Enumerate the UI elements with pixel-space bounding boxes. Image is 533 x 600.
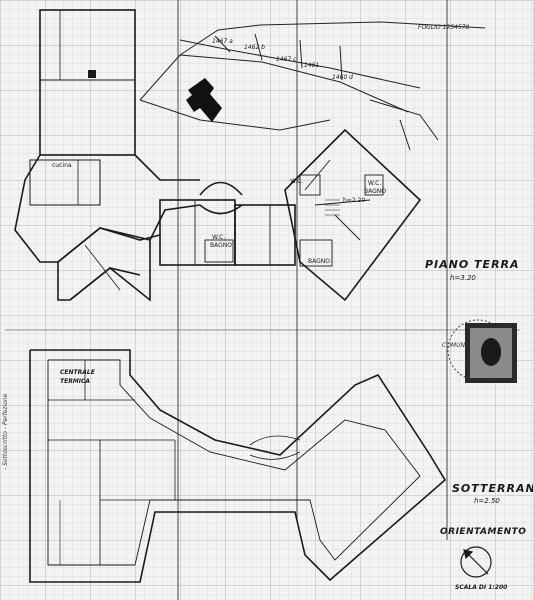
room-label-wc: W.C.: [290, 178, 304, 185]
stamp-text: COMUNE: [442, 342, 469, 349]
basement-plan: [29, 349, 447, 583]
room-height-label: h=2.20: [343, 197, 366, 204]
scale-label: SCALA DI 1:200: [455, 584, 508, 591]
basement-height: h=2.50: [474, 497, 500, 505]
parcel-label: 1467 c: [276, 56, 297, 63]
parcel-label: 1461: [304, 62, 320, 69]
ground-floor-plan: [14, 9, 422, 302]
official-stamp: [447, 319, 517, 383]
ground-floor-title: PIANO TERRA: [425, 258, 520, 271]
cadastral-sheet-ref: FOGLIO 1254578: [418, 24, 470, 31]
cadastral-map: [139, 21, 486, 151]
side-note: - Sottoscritto - Perfezione: [2, 393, 9, 470]
parcel-label: 1467 a: [212, 38, 233, 45]
room-label-bath: BAGNO: [308, 258, 330, 265]
ground-floor-height: h=3.20: [450, 274, 476, 282]
parcel-label: 1460 d: [332, 74, 353, 81]
room-label-bath: BAGNO: [364, 188, 386, 195]
orientation-label: ORIENTAMENTO: [440, 527, 527, 537]
north-arrow: [460, 546, 492, 578]
room-label-wc: W.C.: [212, 234, 226, 241]
room-label-boiler: CENTRALE TERMICA: [60, 369, 95, 385]
parcel-label: 1462 b: [244, 44, 265, 51]
room-label-wc: W.C.: [368, 180, 382, 187]
room-label-bath: BAGNO: [210, 242, 232, 249]
basement-title: SOTTERRANEO: [452, 482, 533, 495]
room-label-kitchen: cucina: [52, 162, 72, 169]
existing-building-mark: [186, 78, 222, 122]
